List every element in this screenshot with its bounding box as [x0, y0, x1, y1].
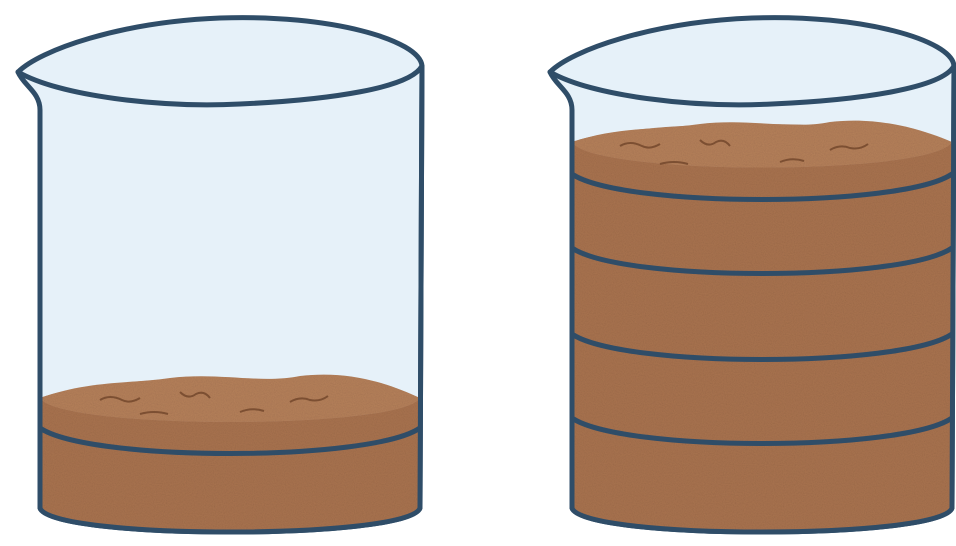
left-beaker — [18, 18, 422, 532]
right-beaker — [550, 18, 954, 532]
right-beaker-soil — [572, 124, 952, 532]
